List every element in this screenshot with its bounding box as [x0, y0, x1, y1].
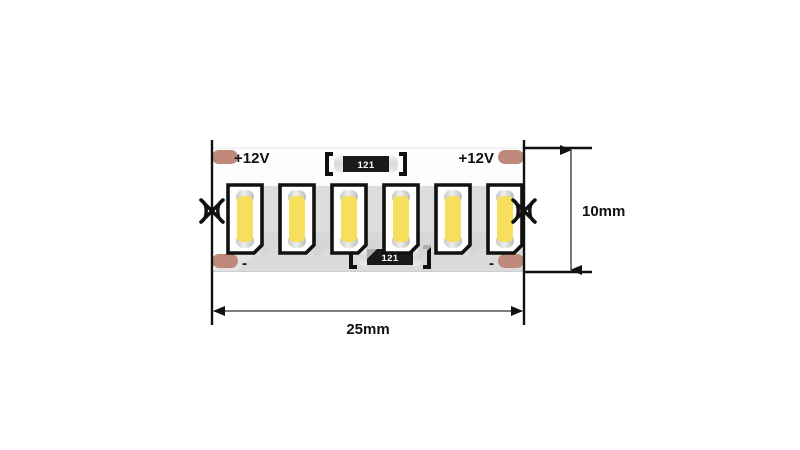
cut-lines-group — [210, 140, 526, 325]
led-package-3 — [330, 183, 386, 260]
terminal-label-left-negative: - — [242, 255, 247, 272]
led-3-shadow — [366, 186, 386, 260]
cut-mark-left — [199, 198, 225, 224]
resistor-top-bracket-left — [325, 152, 333, 176]
resistor-bottom-bracket-right — [423, 245, 431, 269]
resistor-top-code: 121 — [357, 160, 374, 171]
led-package-6 — [486, 183, 524, 255]
led-3-phosphor — [341, 196, 357, 242]
led-2-shadow — [314, 186, 334, 260]
led-4-phosphor — [393, 196, 409, 242]
pad-left-negative — [212, 254, 238, 268]
led-5-shadow — [470, 186, 490, 260]
resistor-top-body — [343, 156, 389, 172]
led-1-phosphor — [237, 196, 253, 242]
scissors-icon — [199, 198, 225, 224]
led-1-shadow — [262, 186, 282, 260]
led-package-2 — [278, 183, 334, 260]
resistor-top: 121 — [325, 152, 407, 176]
height-dimension: 10mm — [524, 145, 625, 275]
led-package-5 — [434, 183, 490, 260]
width-dimension-label: 25mm — [346, 321, 389, 338]
scissors-icon — [511, 198, 537, 224]
led-package-4 — [382, 183, 438, 260]
terminal-label-right-positive: +12V — [459, 150, 494, 167]
cut-mark-right — [511, 198, 537, 224]
pad-left-positive — [212, 150, 238, 164]
width-dimension: 25mm — [213, 306, 523, 338]
solder-pads-group — [212, 150, 524, 268]
led-4-shadow — [418, 186, 438, 260]
resistor-top-bracket-right — [399, 152, 407, 176]
terminal-labels-group: +12V - +12V - — [234, 150, 494, 272]
pad-right-positive — [498, 150, 524, 164]
led-5-phosphor — [445, 196, 461, 242]
led-6-phosphor — [497, 196, 513, 242]
resistor-bottom-code: 121 — [381, 253, 398, 264]
terminal-label-right-negative: - — [489, 255, 494, 272]
terminal-label-left-positive: +12V — [234, 150, 269, 167]
led-2-phosphor — [289, 196, 305, 242]
pad-right-negative — [498, 254, 524, 268]
led-package-1 — [226, 183, 282, 260]
height-dimension-label: 10mm — [582, 203, 625, 220]
